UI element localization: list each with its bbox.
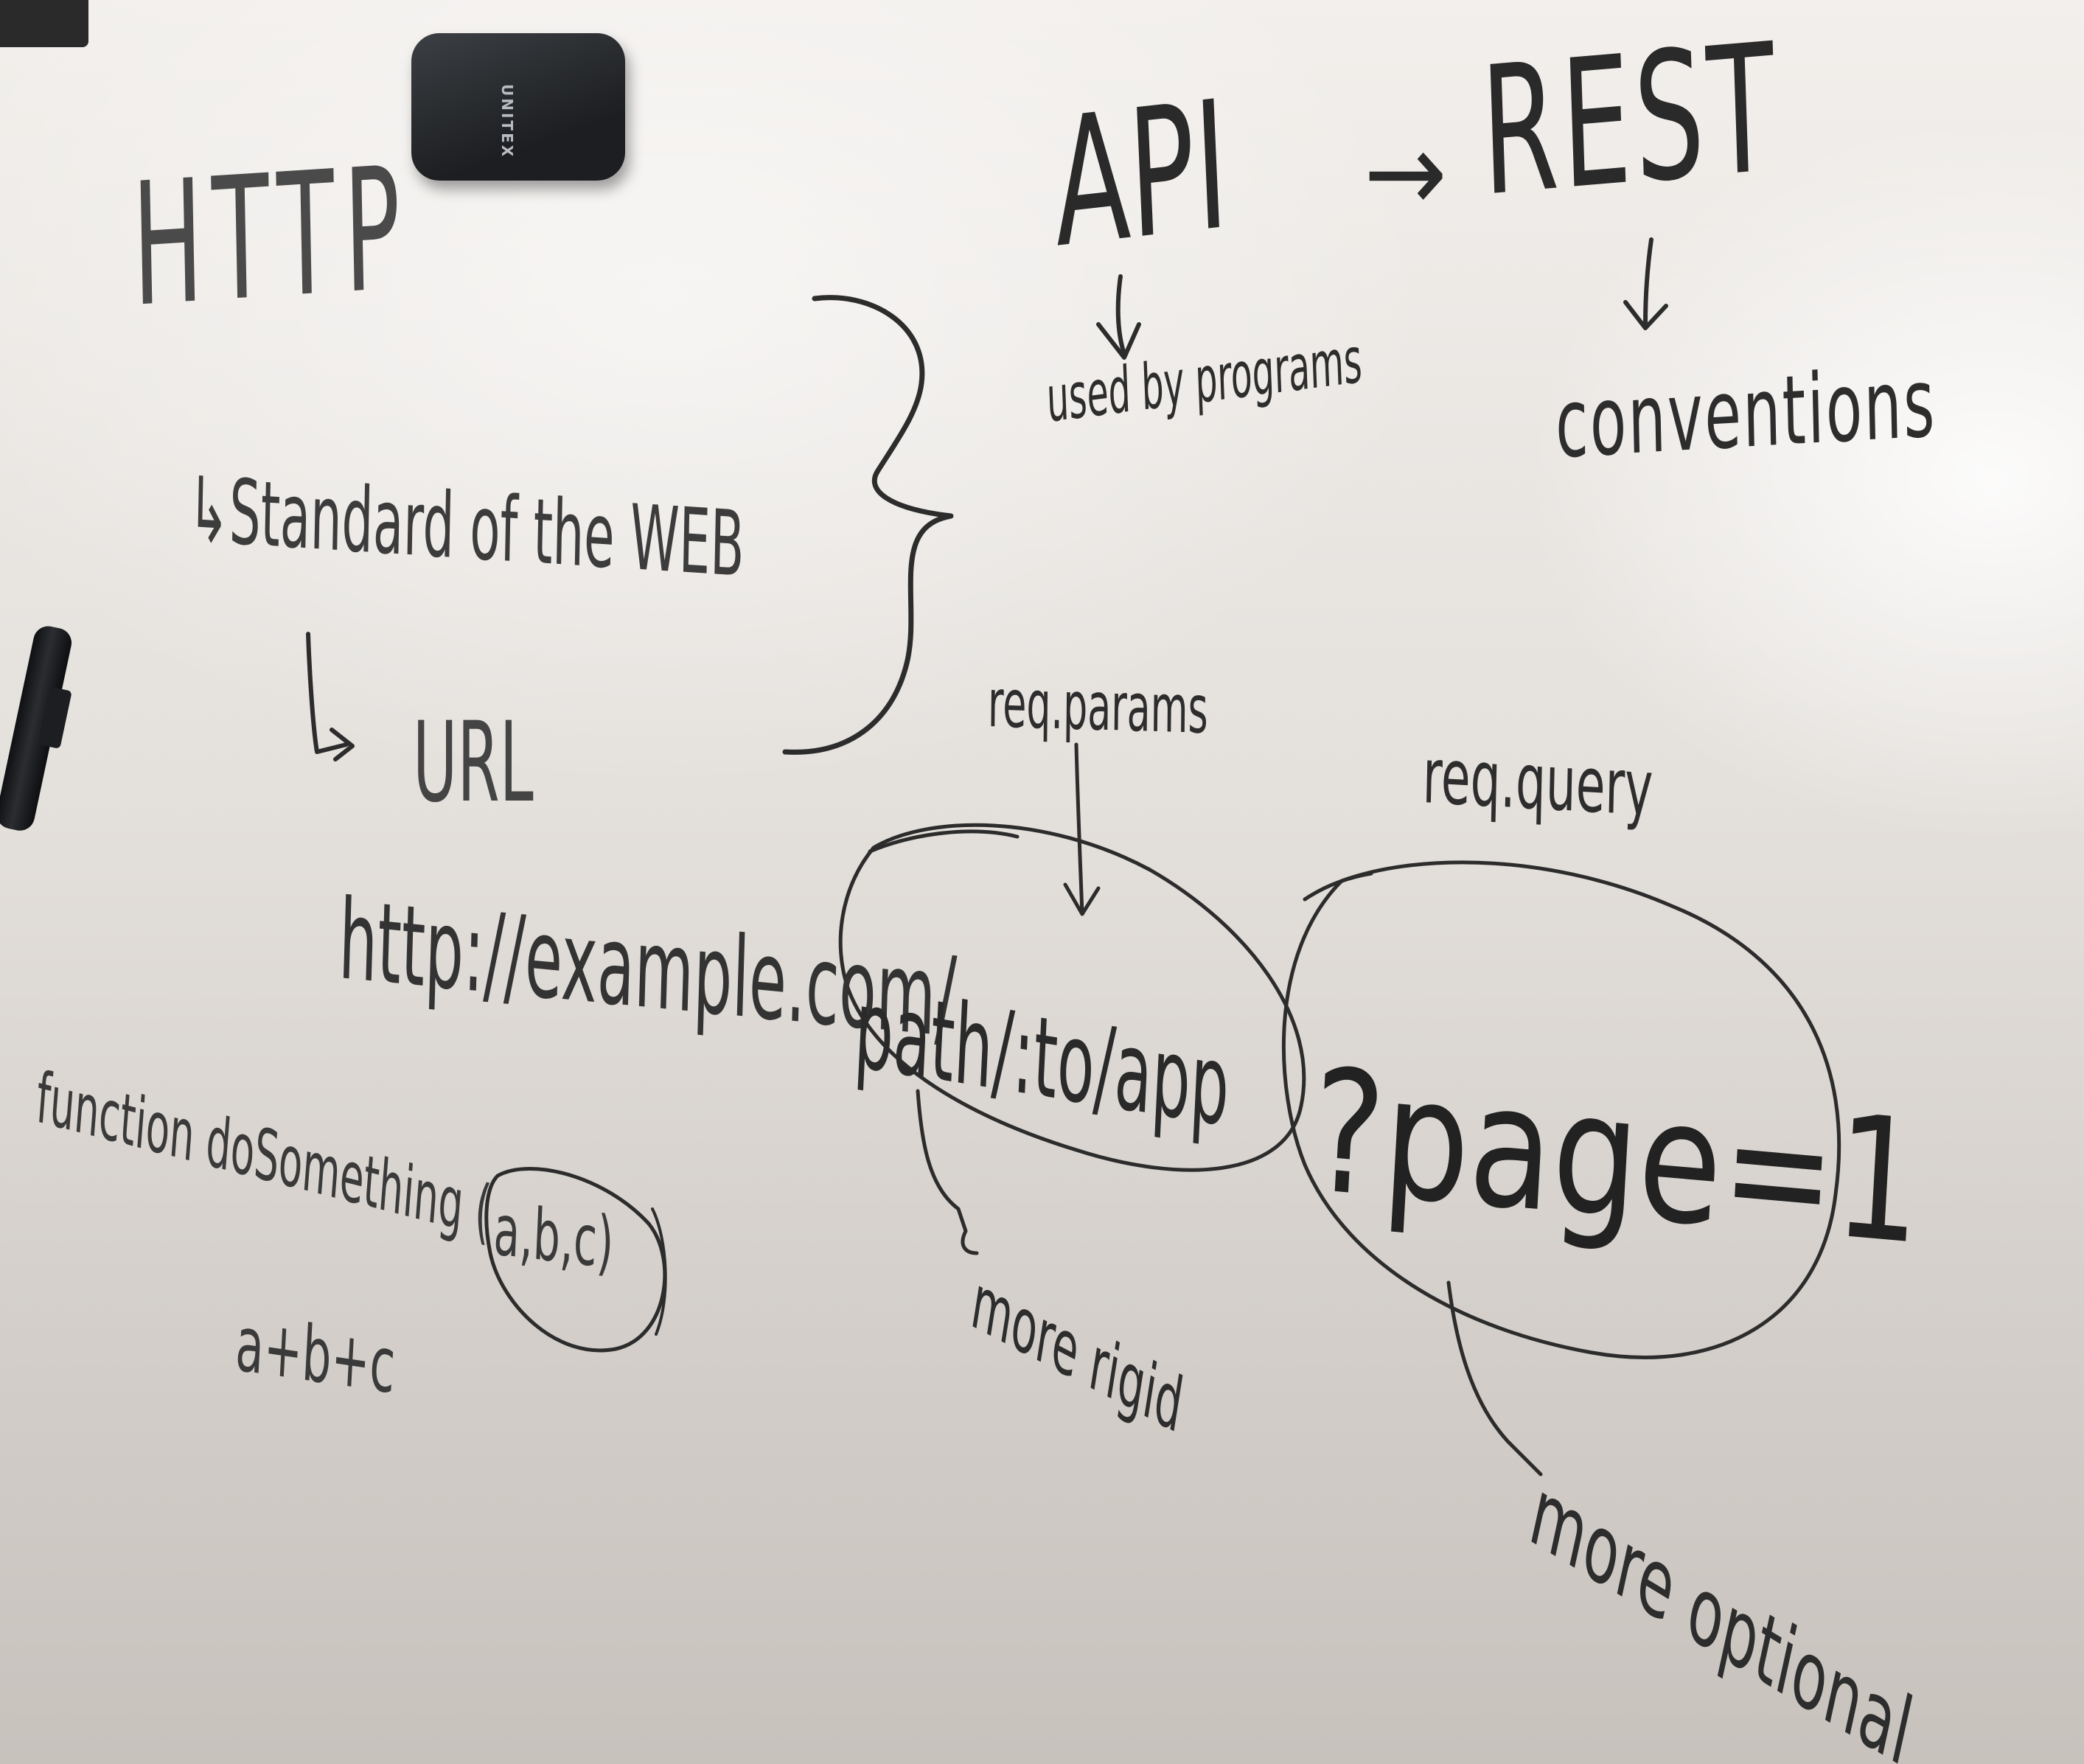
curly-brace: [782, 295, 954, 755]
whiteboard-mount-bracket: [0, 0, 88, 47]
req-params-note: req.params: [987, 665, 1209, 749]
api-down-arrow: [1096, 274, 1141, 360]
args-ellipse-outer: [651, 1207, 667, 1336]
query-ellipse-tail: [1303, 871, 1373, 902]
rest-down-arrow: [1623, 237, 1668, 330]
function-arguments: a,b,c): [492, 1188, 616, 1285]
query-ellipse: [1281, 860, 1841, 1359]
path-ellipse-tail: [868, 829, 1020, 854]
eraser-brand-label: UNITEX: [498, 84, 516, 159]
url-hook-arrow: [306, 632, 355, 761]
rigid-arrow: [916, 1089, 979, 1255]
optional-arrow: [1446, 1280, 1543, 1477]
api-heading: API: [1049, 61, 1232, 287]
function-body: a+b+c: [233, 1298, 398, 1412]
http-heading: HTTP: [130, 130, 412, 345]
whiteboard-eraser: [411, 33, 625, 181]
conventions-note: conventions: [1554, 346, 1938, 480]
url-label: URL: [413, 699, 534, 827]
url-query-text: ?page=1: [1306, 1033, 1927, 1283]
api-rest-arrow: →: [1364, 109, 1448, 237]
rest-heading: REST: [1478, 4, 1782, 236]
path-ellipse: [838, 823, 1306, 1172]
params-down-arrow: [1063, 742, 1101, 916]
req-query-note: req.query: [1421, 731, 1654, 834]
args-ellipse: [484, 1166, 667, 1353]
